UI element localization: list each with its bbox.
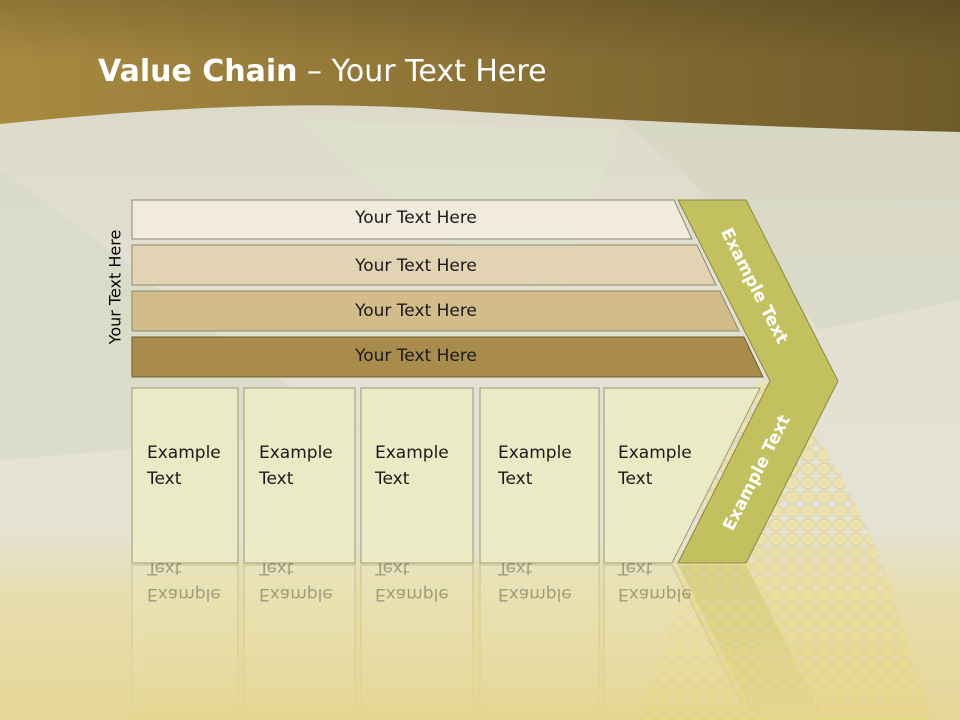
bar-3-label: Your Text Here (355, 301, 477, 321)
bar-4-label: Your Text Here (355, 346, 477, 366)
title-bold: Value Chain (98, 54, 298, 89)
box-3 (360, 387, 474, 564)
bar-3 (131, 290, 740, 332)
box-1 (131, 387, 239, 564)
bar-1-label: Your Text Here (355, 208, 477, 228)
bar-2-label: Your Text Here (355, 256, 477, 276)
page-title: Value Chain – Your Text Here (98, 54, 547, 89)
box-4 (479, 387, 600, 564)
bar-4 (131, 336, 764, 378)
bar-2 (131, 244, 717, 286)
box-2 (243, 387, 356, 564)
box-5 (603, 387, 761, 564)
title-rest: – Your Text Here (297, 54, 547, 89)
chevron-arrow (677, 199, 839, 564)
bar-1 (131, 199, 693, 240)
